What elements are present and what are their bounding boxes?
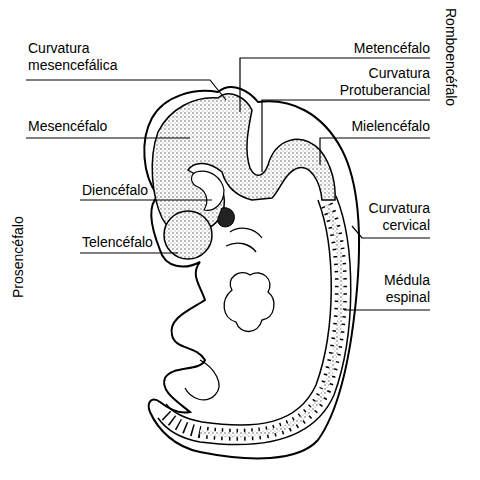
leader-line [240, 58, 430, 112]
part-label: Diencéfalo [82, 182, 212, 199]
leader-line [344, 309, 430, 310]
part-label: Romboencéfalo [442, 8, 459, 106]
leader-lines [26, 58, 430, 310]
diencephalon-lumen [192, 171, 225, 210]
leader-line [80, 199, 212, 200]
part-label: Metencéfalo [300, 40, 430, 57]
pharyngeal-arch [226, 228, 262, 252]
part-label: Curvatura cervical [340, 200, 430, 234]
part-label: Mielencéfalo [300, 118, 430, 135]
somites [162, 205, 341, 435]
leader-line [26, 80, 226, 100]
embryo-outline [144, 87, 359, 458]
part-label: Prosencéfalo [10, 216, 27, 298]
leader-line [320, 138, 430, 165]
optic-cup [218, 208, 235, 227]
spinal-cord-inner [166, 200, 331, 425]
heart-bulge [224, 273, 274, 332]
leader-line [80, 252, 178, 253]
leader-line [26, 137, 190, 138]
part-label: Telencéfalo [82, 234, 212, 251]
part-label: Médula espinal [350, 272, 430, 306]
leader-line [262, 100, 430, 172]
spinal-cord-fill [200, 205, 341, 435]
telencephalon-vesicle [164, 211, 212, 259]
part-label: Curvatura Protuberancial [300, 65, 430, 99]
spinal-cord-outer [158, 196, 351, 445]
part-label: Curvatura mesencefálica [28, 40, 168, 74]
limb-bud [185, 360, 219, 400]
part-label: Mesencéfalo [28, 118, 168, 135]
